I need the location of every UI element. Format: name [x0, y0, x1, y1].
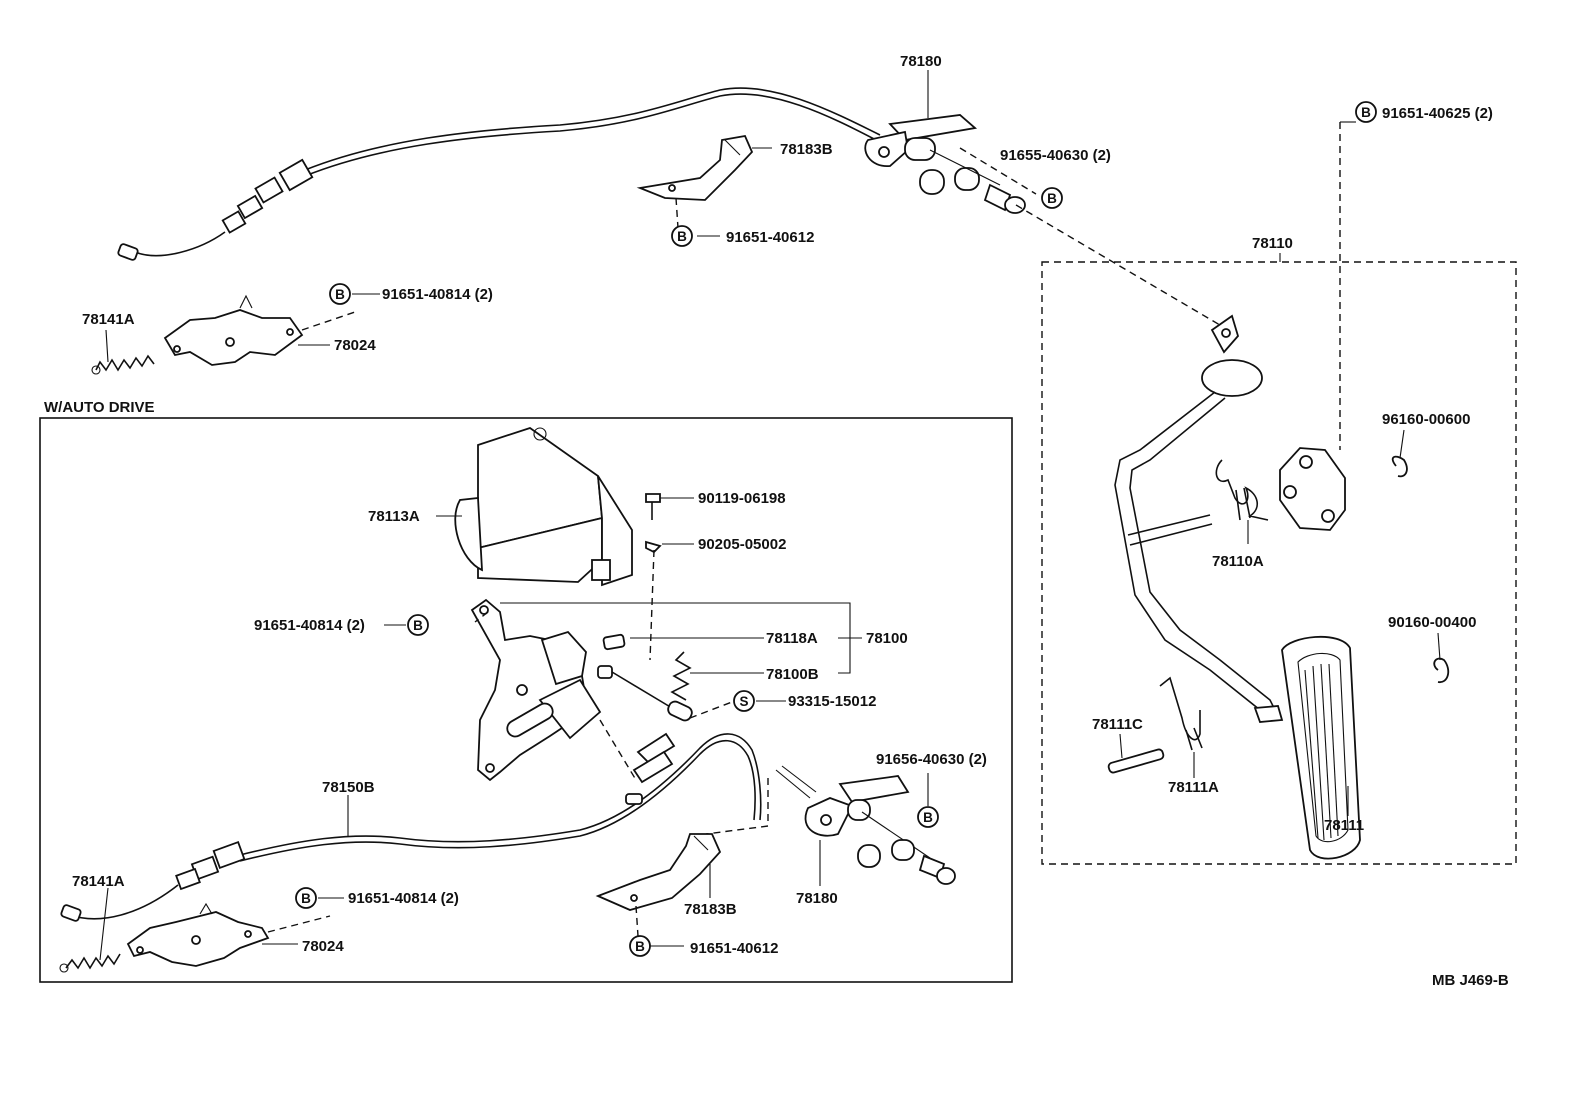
symbol-b-91656: B [917, 806, 939, 828]
spring-78111A [1159, 676, 1203, 751]
spring-78100B [670, 651, 692, 701]
leader-dash [267, 915, 331, 933]
section-title: W/AUTO DRIVE [44, 399, 155, 416]
spring-78141A-top [91, 354, 155, 375]
e-ring-96160 [1391, 455, 1408, 478]
label-91655-40630: 91655-40630 (2) [1000, 147, 1111, 164]
leader-dash [689, 701, 733, 719]
label-78111: 78111 [1324, 817, 1364, 834]
symbol-b-91651-40625: B [1355, 101, 1377, 123]
label-90205-05002: 90205-05002 [698, 536, 786, 553]
leader-dash [599, 719, 637, 781]
label-78141A-bot: 78141A [72, 873, 125, 890]
bracket-78100 [470, 598, 602, 782]
rod-78100 [597, 665, 693, 722]
spring-78141A-bottom [59, 953, 121, 973]
label-78150B: 78150B [322, 779, 375, 796]
label-78113A: 78113A [368, 508, 420, 525]
pedal-arm [1114, 314, 1284, 723]
label-90160-00400: 90160-00400 [1388, 614, 1476, 631]
label-78183B-bot: 78183B [684, 901, 737, 918]
leader-dash [705, 778, 769, 835]
return-spring-78110A [1215, 459, 1269, 521]
svg-text:B: B [1361, 105, 1371, 120]
svg-text:B: B [923, 810, 933, 825]
label-91651-40625: 91651-40625 (2) [1382, 105, 1493, 122]
svg-text:B: B [677, 229, 687, 244]
label-91651-40814-top: 91651-40814 (2) [382, 286, 493, 303]
pedal-assembly-box [1041, 261, 1517, 865]
bolt-90119 [645, 493, 661, 520]
svg-text:B: B [413, 618, 423, 633]
e-ring-90160 [1433, 657, 1450, 683]
label-96160-00600: 96160-00600 [1382, 411, 1470, 428]
label-78100: 78100 [866, 630, 908, 647]
label-78118A: 78118A [766, 630, 818, 647]
label-78100B: 78100B [766, 666, 819, 683]
label-91651-40612-top: 91651-40612 [726, 229, 814, 246]
label-78024-top: 78024 [334, 337, 376, 354]
link-78183B-bottom [595, 833, 722, 911]
leader-lines [99, 70, 1441, 961]
leader-dash [301, 311, 356, 331]
pedal-bracket-plate [1279, 447, 1346, 531]
leader-dash [675, 197, 679, 229]
label-93315-15012: 93315-15012 [788, 693, 876, 710]
leader-dash [1015, 204, 1226, 329]
label-78183B-top: 78183B [780, 141, 833, 158]
leader-dash [474, 611, 489, 623]
svg-text:B: B [1047, 191, 1057, 206]
actuator-78113A [454, 427, 633, 587]
pin-78111C [1107, 748, 1165, 774]
label-91651-40612-bot: 91651-40612 [690, 940, 778, 957]
label-91651-40814-bot: 91651-40814 (2) [348, 890, 459, 907]
label-78141A-top: 78141A [82, 311, 135, 328]
symbol-b-91651-40814-bot: B [295, 887, 317, 909]
label-91651-40814-mid: 91651-40814 (2) [254, 617, 365, 634]
throttle-link-78024-bottom [126, 902, 270, 967]
throttle-link-78024-top [163, 294, 304, 366]
label-90119-06198: 90119-06198 [698, 490, 786, 507]
label-91656-40630: 91656-40630 (2) [876, 751, 987, 768]
label-78111A: 78111A [1168, 779, 1219, 796]
auto-drive-box [39, 417, 1013, 983]
washer-90205 [645, 540, 662, 554]
svg-text:B: B [301, 891, 311, 906]
label-78024-bot: 78024 [302, 938, 344, 955]
symbol-b-91651-40814-mid: B [407, 614, 429, 636]
label-78180-top: 78180 [900, 53, 942, 70]
leader-dash [635, 905, 639, 937]
part-78118A [602, 633, 626, 651]
symbol-s-93315: S [733, 690, 755, 712]
symbol-b-91655: B [1041, 187, 1063, 209]
svg-text:S: S [739, 694, 748, 709]
cable-bracket-78180-top [864, 114, 1026, 214]
leader-dash [959, 147, 1037, 195]
label-78180-bot: 78180 [796, 890, 838, 907]
diagram-code: MB J469-B [1432, 972, 1509, 989]
cable-bracket-78180-bottom [775, 765, 956, 885]
leader-dash [649, 549, 655, 661]
symbol-b-91651-40612-bot: B [629, 935, 651, 957]
pedal-pad-78111 [1281, 635, 1361, 860]
svg-text:B: B [635, 939, 645, 954]
label-78110A: 78110A [1212, 553, 1264, 570]
accelerator-cable-top [117, 87, 881, 261]
symbol-b-91651-40612-top: B [671, 225, 693, 247]
svg-text:B: B [335, 287, 345, 302]
label-78111C: 78111C [1092, 716, 1143, 733]
cable-78150B [60, 732, 762, 922]
link-78183B-top [636, 134, 754, 201]
symbol-b-91651-40814-top: B [329, 283, 351, 305]
label-78110: 78110 [1252, 235, 1293, 252]
